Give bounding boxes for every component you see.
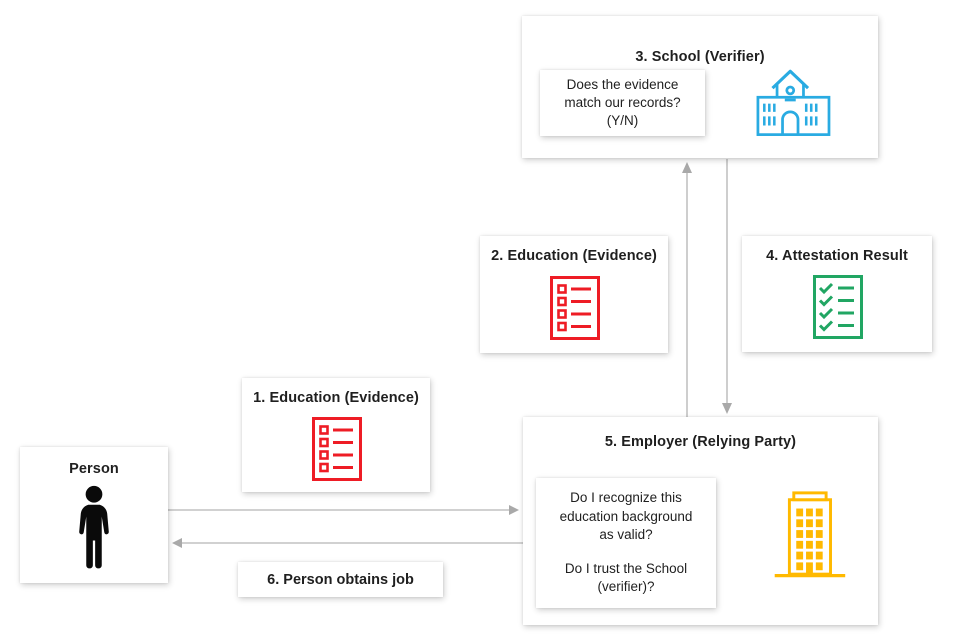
school-question-box: Does the evidence match our records? (Y/… [540, 70, 705, 136]
employer-relying-party-box: 5. Employer (Relying Party) Do I recogni… [523, 417, 878, 625]
employer-title: 5. Employer (Relying Party) [604, 434, 797, 450]
school-question-text: Does the evidence match our records? (Y/… [564, 76, 681, 129]
employer-question-1: Do I recognize this education background… [559, 490, 693, 542]
checked-list-icon [813, 275, 863, 339]
arrow-person-to-employer [168, 505, 519, 515]
school-title: 3. School (Verifier) [635, 49, 765, 65]
education-evidence-1-box: 1. Education (Evidence) [242, 378, 430, 492]
office-building-icon [774, 491, 846, 578]
person-icon [79, 485, 109, 569]
arrow-employer-to-person [172, 538, 523, 548]
school-building-icon [756, 69, 831, 136]
attestation-title: 4. Attestation Result [766, 248, 908, 264]
employer-question-2: Do I trust the School (verifier)? [564, 561, 688, 595]
school-verifier-box: 3. School (Verifier) Does the evidence m… [522, 16, 878, 158]
checklist-icon [312, 417, 362, 481]
person-obtains-job-box: 6. Person obtains job [238, 562, 443, 597]
education-evidence-2-box: 2. Education (Evidence) [480, 236, 668, 353]
person-title: Person [69, 461, 119, 477]
person-box: Person [20, 447, 168, 583]
arrow-employer-to-school [682, 162, 692, 417]
attestation-result-box: 4. Attestation Result [742, 236, 932, 352]
evidence2-title: 2. Education (Evidence) [491, 248, 657, 264]
employer-question-box: Do I recognize this education background… [536, 478, 716, 608]
obtains-job-title: 6. Person obtains job [267, 571, 414, 588]
evidence1-title: 1. Education (Evidence) [253, 390, 419, 406]
checklist-icon [550, 276, 600, 340]
arrow-school-to-employer [722, 159, 732, 414]
